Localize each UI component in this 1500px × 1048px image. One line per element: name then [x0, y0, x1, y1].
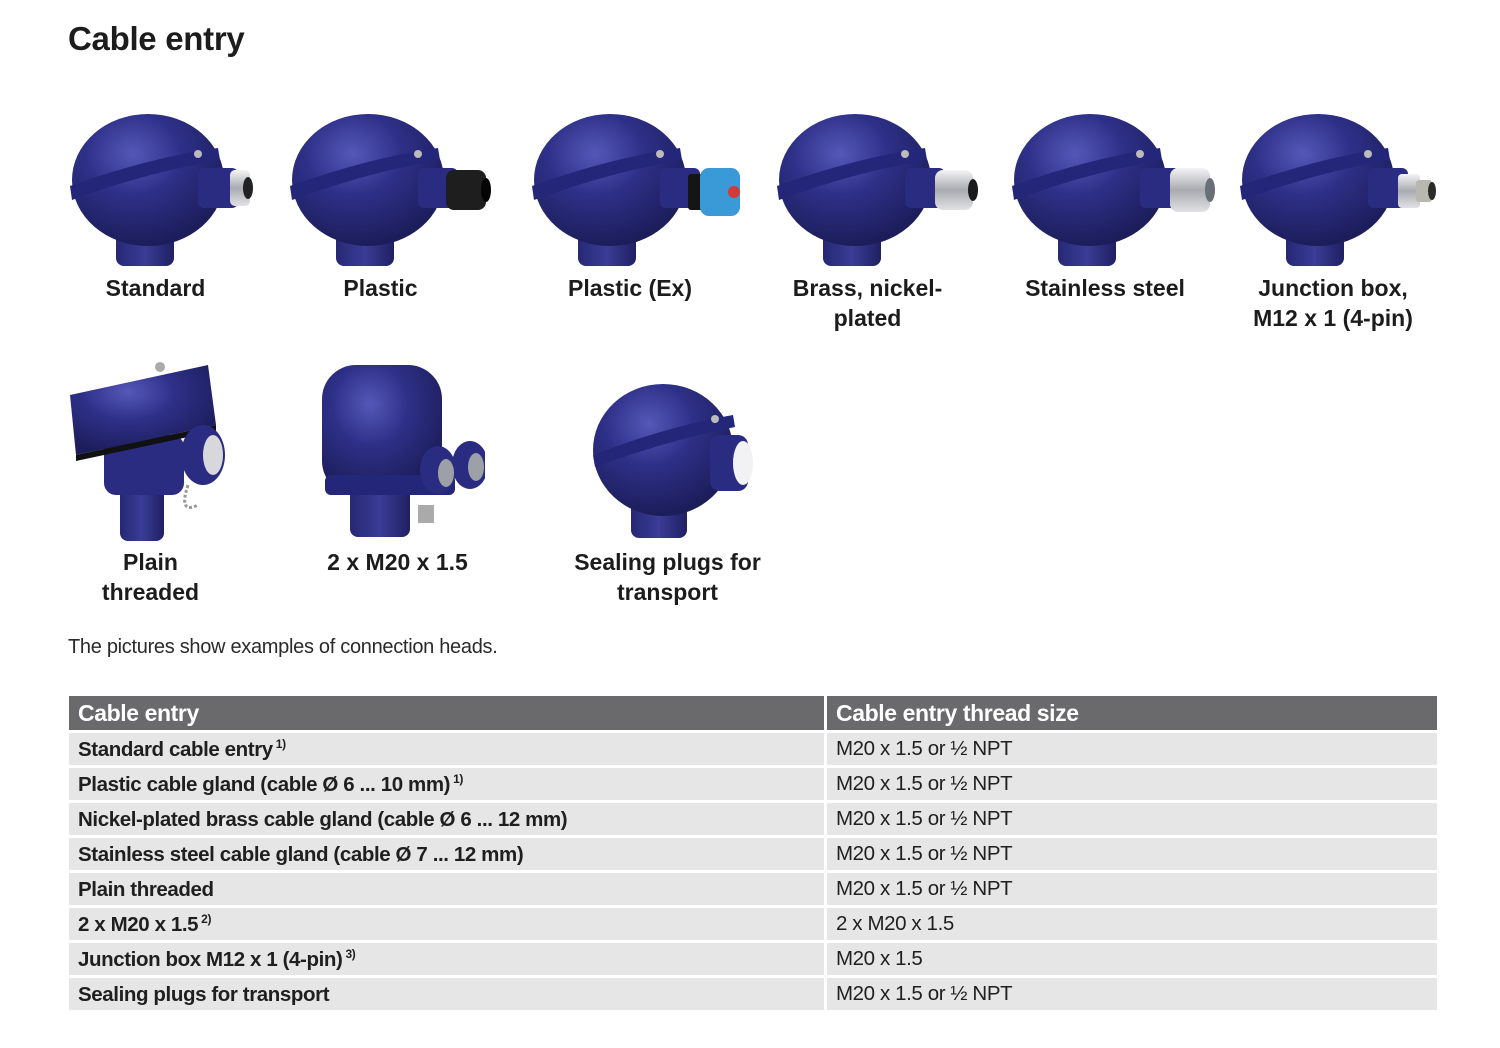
cell-cable-entry: Stainless steel cable gland (cable Ø 7 .… — [69, 838, 824, 870]
figure-caption: Stainless steel — [1010, 273, 1200, 303]
column-header-thread-size: Cable entry thread size — [827, 696, 1437, 730]
figure-sealing-plugs: Sealing plugs for transport — [565, 355, 770, 607]
cell-thread-size: M20 x 1.5 or ½ NPT — [827, 838, 1437, 870]
table-row: Plain threaded M20 x 1.5 or ½ NPT — [69, 873, 1437, 905]
caption-line: Junction box, — [1258, 275, 1408, 301]
caption-line: plated — [833, 305, 902, 331]
caption-line: M12 x 1 (4-pin) — [1253, 305, 1413, 331]
entry-text: Sealing plugs for transport — [78, 982, 330, 1006]
figure-brass-nickel-plated: Brass, nickel- plated — [775, 108, 978, 333]
caption-line: Standard — [105, 275, 206, 301]
connection-head-2xm20-image — [310, 355, 485, 547]
figure-standard: Standard — [68, 108, 253, 303]
caption-line: Stainless steel — [1025, 275, 1185, 301]
figure-caption: Sealing plugs for transport — [565, 547, 770, 607]
footnote-ref: 3) — [345, 946, 356, 961]
cell-cable-entry: Plain threaded — [69, 873, 824, 905]
caption-line: Plain — [123, 549, 178, 575]
entry-text: Junction box M12 x 1 (4-pin) — [78, 947, 343, 971]
cell-thread-size: M20 x 1.5 or ½ NPT — [827, 873, 1437, 905]
connection-head-standard-image — [68, 108, 253, 273]
figure-caption: Plastic (Ex) — [530, 273, 730, 303]
connection-head-brass-image — [775, 108, 980, 273]
caption-line: Brass, nickel- — [792, 275, 943, 301]
figure-caption: Brass, nickel- plated — [775, 273, 960, 333]
caption-line: threaded — [101, 579, 200, 605]
table-row: Plastic cable gland (cable Ø 6 ... 10 mm… — [69, 768, 1437, 800]
caption-line: Plastic (Ex) — [568, 275, 692, 301]
table-row: Nickel-plated brass cable gland (cable Ø… — [69, 803, 1437, 835]
table-header-row: Cable entry Cable entry thread size — [69, 696, 1437, 730]
cell-thread-size: 2 x M20 x 1.5 — [827, 908, 1437, 940]
entry-text: Nickel-plated brass cable gland (cable Ø… — [78, 807, 568, 831]
cell-cable-entry: Plastic cable gland (cable Ø 6 ... 10 mm… — [69, 768, 824, 800]
caption-line: 2 x M20 x 1.5 — [327, 549, 468, 575]
page-title: Cable entry — [68, 20, 245, 57]
connection-head-stainless-image — [1010, 108, 1215, 273]
connection-head-sealing-plugs-image — [575, 355, 760, 547]
connection-head-plastic-ex-image — [530, 108, 745, 273]
cell-thread-size: M20 x 1.5 or ½ NPT — [827, 768, 1437, 800]
entry-text: Stainless steel cable gland (cable Ø 7 .… — [78, 842, 524, 866]
figure-plastic: Plastic — [288, 108, 491, 303]
entry-text: Plastic cable gland (cable Ø 6 ... 10 mm… — [78, 772, 451, 796]
figure-2xm20: 2 x M20 x 1.5 — [310, 355, 485, 577]
caption-line: transport — [617, 579, 718, 605]
cell-cable-entry: Nickel-plated brass cable gland (cable Ø… — [69, 803, 824, 835]
figure-plain-threaded: Plain threaded — [68, 355, 233, 607]
connection-head-m12-image — [1238, 108, 1438, 273]
connection-head-plain-threaded-image — [68, 355, 233, 547]
figure-caption: Junction box, M12 x 1 (4-pin) — [1238, 273, 1428, 333]
column-header-cable-entry: Cable entry — [69, 696, 824, 730]
cell-thread-size: M20 x 1.5 — [827, 943, 1437, 975]
entry-text: Plain threaded — [78, 877, 214, 901]
figure-caption: Plain threaded — [68, 547, 233, 607]
footnote-ref: 2) — [201, 911, 212, 926]
table-row: Stainless steel cable gland (cable Ø 7 .… — [69, 838, 1437, 870]
cell-cable-entry: Sealing plugs for transport — [69, 978, 824, 1010]
entry-text: 2 x M20 x 1.5 — [78, 912, 199, 936]
footnote-ref: 1) — [275, 736, 286, 751]
table-row: Sealing plugs for transport M20 x 1.5 or… — [69, 978, 1437, 1010]
figure-caption: Plastic — [288, 273, 473, 303]
figure-caption: Standard — [68, 273, 243, 303]
cable-entry-table: Cable entry Cable entry thread size Stan… — [66, 693, 1440, 1013]
caption-line: Sealing plugs for — [574, 549, 761, 575]
cell-thread-size: M20 x 1.5 or ½ NPT — [827, 803, 1437, 835]
figure-plastic-ex: Plastic (Ex) — [530, 108, 740, 303]
connection-head-plastic-image — [288, 108, 493, 273]
figures-note: The pictures show examples of connection… — [68, 636, 498, 658]
cell-thread-size: M20 x 1.5 or ½ NPT — [827, 978, 1437, 1010]
entry-text: Standard cable entry — [78, 737, 273, 761]
figure-stainless-steel: Stainless steel — [1010, 108, 1215, 303]
caption-line: Plastic — [343, 275, 418, 301]
cell-cable-entry: Junction box M12 x 1 (4-pin)3) — [69, 943, 824, 975]
figure-caption: 2 x M20 x 1.5 — [310, 547, 485, 577]
cell-thread-size: M20 x 1.5 or ½ NPT — [827, 733, 1437, 765]
footnote-ref: 1) — [453, 771, 463, 786]
table-row: Junction box M12 x 1 (4-pin)3) M20 x 1.5 — [69, 943, 1437, 975]
figure-junction-box-m12: Junction box, M12 x 1 (4-pin) — [1238, 108, 1436, 333]
